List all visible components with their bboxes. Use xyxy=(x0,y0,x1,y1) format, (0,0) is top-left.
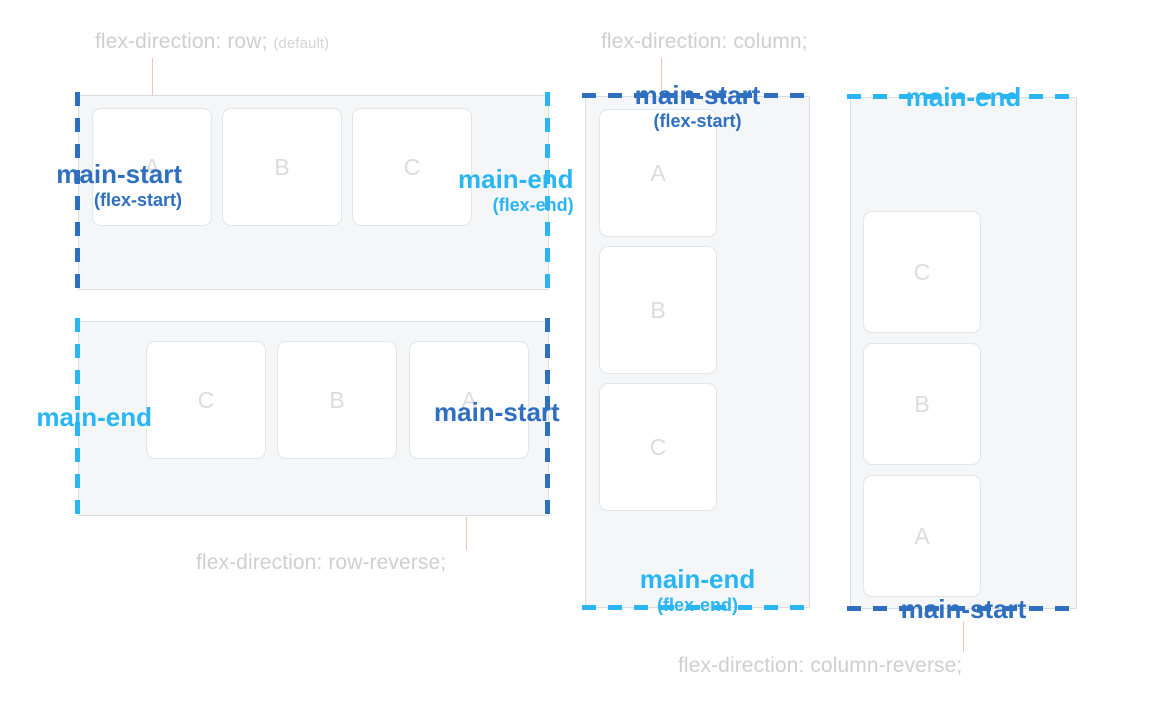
flex-container-column-reverse: C B A xyxy=(850,97,1077,609)
main-start-paren: (flex-start) xyxy=(653,110,742,131)
leader-line-column-reverse xyxy=(963,622,964,652)
caption-flex-direction-column: flex-direction: column; xyxy=(601,30,808,54)
main-end-marker-row-reverse xyxy=(75,318,80,520)
flex-item-label: B xyxy=(274,153,290,180)
flex-item-column-2: C xyxy=(599,383,717,511)
flex-item-column-0: A xyxy=(599,109,717,237)
leader-line-column xyxy=(661,58,662,94)
main-start-paren: (flex-start) xyxy=(93,189,182,210)
caption-flex-direction-column-reverse: flex-direction: column-reverse; xyxy=(678,654,962,678)
main-end-marker-column xyxy=(582,605,813,610)
main-start-marker-row-reverse xyxy=(545,318,550,520)
main-start-text: main-start xyxy=(634,80,761,110)
main-end-label-row: main-end (flex-end) xyxy=(458,164,574,216)
main-end-text: main-end xyxy=(458,164,574,194)
flex-item-row-2: C xyxy=(352,108,472,226)
flex-item-row-reverse-0: C xyxy=(146,341,266,459)
main-end-marker-row xyxy=(545,92,550,294)
flex-item-column-reverse-1: B xyxy=(863,343,981,465)
main-start-marker-column xyxy=(582,93,813,98)
main-start-label-row-reverse: main-start xyxy=(434,397,560,428)
main-end-text: main-end xyxy=(36,402,152,432)
main-end-paren: (flex-end) xyxy=(657,594,738,615)
flex-item-label: A xyxy=(650,159,666,186)
flex-item-label: C xyxy=(403,153,421,180)
main-end-label-column-reverse: main-end xyxy=(847,82,1080,113)
main-start-label-column-reverse: main-start xyxy=(847,594,1080,625)
flex-item-label: C xyxy=(649,433,667,460)
flex-item-label: B xyxy=(329,386,345,413)
main-start-text: main-start xyxy=(56,159,182,189)
main-start-text: main-start xyxy=(900,594,1027,624)
caption-column-main: flex-direction: column; xyxy=(601,30,808,53)
flex-item-column-1: B xyxy=(599,246,717,374)
caption-row-reverse-main: flex-direction: row-reverse; xyxy=(196,551,447,574)
main-end-text: main-end xyxy=(905,82,1022,112)
main-start-label-row: main-start (flex-start) xyxy=(0,159,182,211)
flex-item-label: C xyxy=(197,386,215,413)
flex-container-column: A B C xyxy=(585,96,810,608)
flex-item-label: B xyxy=(914,390,930,417)
flex-item-row-0: A xyxy=(92,108,212,226)
main-end-label-column: main-end (flex-end) xyxy=(582,564,813,616)
main-end-paren: (flex-end) xyxy=(492,194,574,215)
flex-container-row: A B C xyxy=(78,95,549,290)
main-end-marker-column-reverse xyxy=(847,94,1080,99)
flex-item-row-reverse-2: A xyxy=(409,341,529,459)
caption-flex-direction-row-reverse: flex-direction: row-reverse; xyxy=(196,551,446,575)
caption-row-sub: (default) xyxy=(273,35,330,52)
flex-item-label: A xyxy=(144,153,160,180)
flex-item-label: A xyxy=(914,522,930,549)
main-start-marker-column-reverse xyxy=(847,606,1080,611)
leader-line-row xyxy=(152,58,153,96)
flex-item-label: C xyxy=(913,258,931,285)
flex-item-row-1: B xyxy=(222,108,342,226)
main-start-text: main-start xyxy=(434,397,560,427)
main-start-label-column: main-start (flex-start) xyxy=(582,80,813,132)
flex-item-label: A xyxy=(461,386,477,413)
flex-item-row-reverse-1: B xyxy=(277,341,397,459)
leader-line-row-reverse xyxy=(466,517,467,550)
flex-item-column-reverse-0: C xyxy=(863,211,981,333)
main-end-label-row-reverse: main-end xyxy=(0,402,152,433)
caption-row-main: flex-direction: row; xyxy=(95,30,268,53)
flex-container-row-reverse: C B A xyxy=(78,321,549,516)
caption-flex-direction-row: flex-direction: row; (default) xyxy=(95,30,329,54)
main-start-marker-row xyxy=(75,92,80,294)
flex-item-label: B xyxy=(650,296,666,323)
flex-item-column-reverse-2: A xyxy=(863,475,981,597)
main-end-text: main-end xyxy=(639,564,756,594)
caption-column-reverse-main: flex-direction: column-reverse; xyxy=(678,654,963,677)
